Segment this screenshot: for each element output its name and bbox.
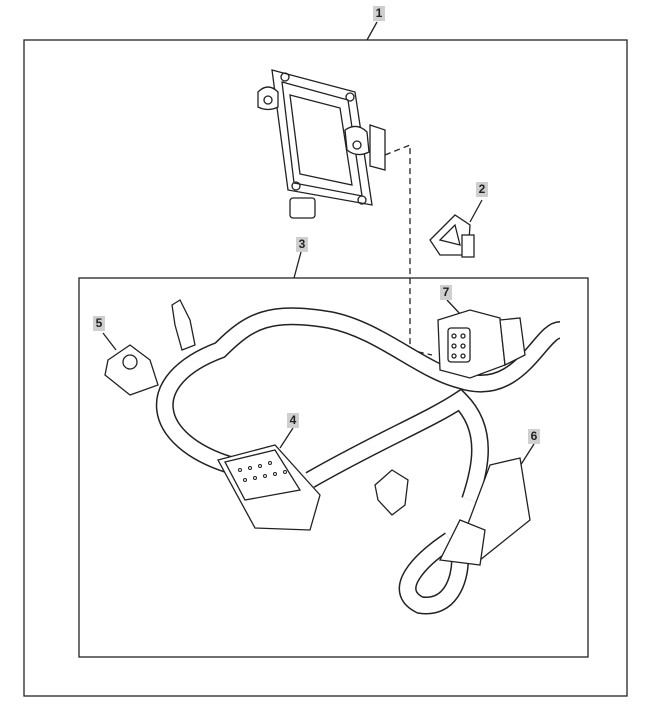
leader-2 — [469, 199, 483, 223]
leader-1 — [366, 21, 378, 41]
callout-5[interactable]: 5 — [93, 316, 105, 331]
callout-7[interactable]: 7 — [440, 285, 452, 300]
leader-6 — [519, 443, 535, 467]
leader-4 — [279, 427, 294, 449]
assembly-dashed-line — [384, 144, 433, 356]
kit-frame — [23, 39, 628, 697]
leader-3 — [293, 251, 302, 279]
fastener-clip-middle — [374, 469, 409, 516]
control-module — [257, 69, 386, 219]
fastener-clip-top — [171, 299, 196, 351]
connector-part-7 — [437, 309, 526, 379]
callout-1[interactable]: 1 — [373, 6, 385, 21]
leader-5 — [102, 332, 117, 351]
wiring-harness — [156, 307, 563, 615]
clip-part-2 — [429, 214, 475, 258]
clip-part-5 — [104, 344, 159, 396]
callout-4[interactable]: 4 — [287, 413, 299, 428]
connector-part-6 — [439, 457, 531, 566]
callout-6[interactable]: 6 — [528, 429, 540, 444]
callout-2[interactable]: 2 — [476, 182, 488, 197]
connector-part-4 — [217, 444, 321, 531]
callout-3[interactable]: 3 — [296, 237, 308, 252]
harness-frame — [78, 277, 589, 658]
